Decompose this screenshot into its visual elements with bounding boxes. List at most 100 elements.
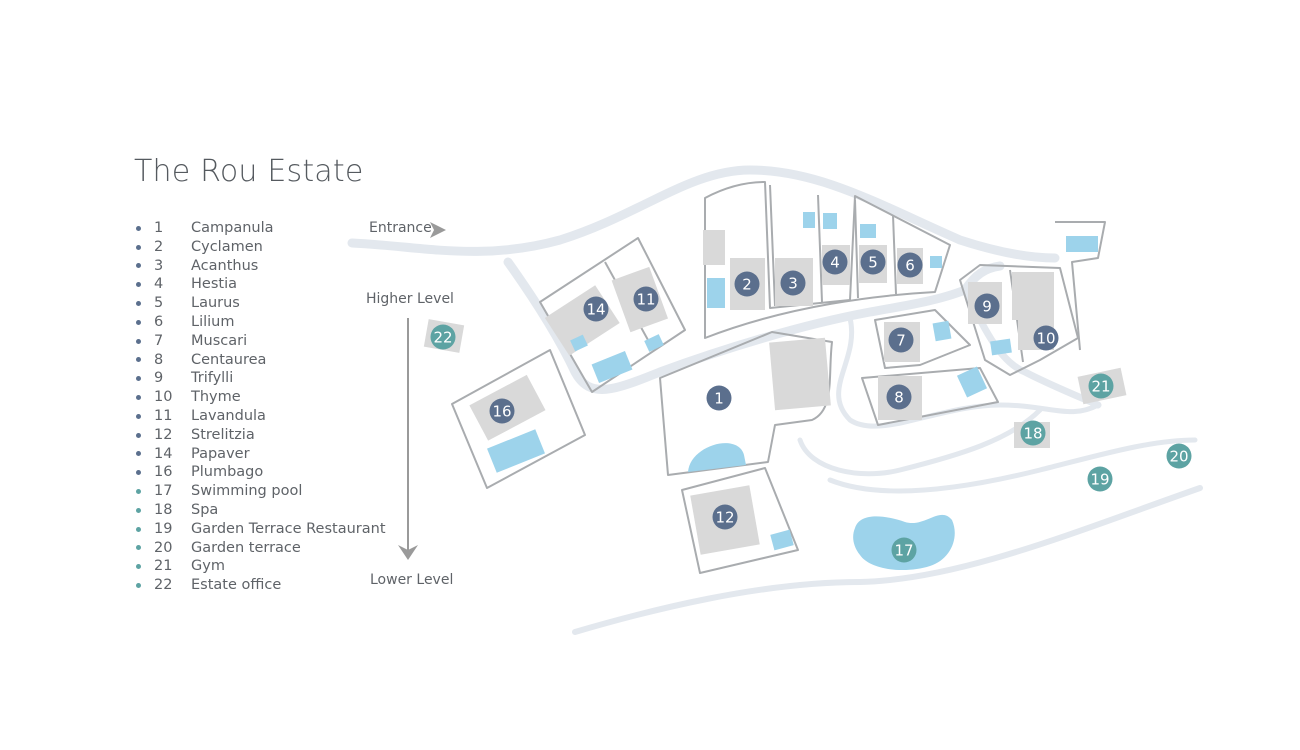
legend-dot-icon <box>136 301 141 307</box>
plot-2-6-dividers <box>769 184 897 307</box>
lower-road <box>572 485 1203 635</box>
marker-circle <box>489 398 515 424</box>
marker-circle <box>583 296 609 322</box>
legend-number: 12 <box>154 426 173 443</box>
legend-label: Muscari <box>191 332 248 349</box>
marker-circle <box>897 252 923 278</box>
marker-label: 21 <box>1091 378 1110 396</box>
marker-16[interactable]: 16 <box>489 398 515 424</box>
marker-circle <box>706 385 732 411</box>
plot-10-annex <box>1055 221 1106 351</box>
legend-dot-icon <box>136 225 141 231</box>
legend-number: 3 <box>154 257 164 274</box>
marker-7[interactable]: 7 <box>888 327 914 353</box>
marker-10[interactable]: 10 <box>1033 325 1059 351</box>
legend-number: 22 <box>154 577 173 594</box>
legend-label: Thyme <box>191 389 241 406</box>
garden-path-1 <box>797 407 1043 477</box>
marker-2[interactable]: 2 <box>734 271 760 297</box>
legend-number: 17 <box>154 483 173 500</box>
winding-path <box>836 315 1101 429</box>
legend-item: 18 Spa <box>136 501 386 520</box>
lower-level-label: Lower Level <box>370 572 454 588</box>
legend-dot-icon <box>136 489 141 495</box>
marker-21[interactable]: 21 <box>1088 373 1114 399</box>
legend-label: Lavandula <box>191 407 266 424</box>
marker-circle <box>712 504 738 530</box>
marker-label: 10 <box>1036 330 1055 348</box>
marker-label: 20 <box>1169 448 1188 466</box>
marker-8[interactable]: 8 <box>886 384 912 410</box>
marker-circle <box>633 286 659 312</box>
marker-1[interactable]: 1 <box>706 385 732 411</box>
roads <box>347 165 1203 635</box>
legend-label: Acanthus <box>191 257 259 274</box>
legend-item: 17 Swimming pool <box>136 482 386 501</box>
marker-circle <box>860 249 886 275</box>
marker-18[interactable]: 18 <box>1020 420 1046 446</box>
marker-3[interactable]: 3 <box>780 270 806 296</box>
marker-circle <box>822 249 848 275</box>
plot-12 <box>681 467 799 574</box>
legend-dot-icon <box>136 432 141 438</box>
legend-number: 19 <box>154 520 173 537</box>
legend-number: 4 <box>154 276 164 293</box>
direction-arrows <box>398 222 446 560</box>
marker-circle <box>1020 420 1046 446</box>
marker-20[interactable]: 20 <box>1166 443 1192 469</box>
marker-11[interactable]: 11 <box>633 286 659 312</box>
marker-circle <box>974 293 1000 319</box>
marker-19[interactable]: 19 <box>1087 466 1113 492</box>
legend-dot-icon <box>136 583 141 589</box>
marker-9[interactable]: 9 <box>974 293 1000 319</box>
legend-label: Spa <box>191 501 219 518</box>
legend-item: 22 Estate office <box>136 576 386 595</box>
legend-dot-icon <box>136 376 141 382</box>
legend-label: Swimming pool <box>191 483 303 500</box>
marker-5[interactable]: 5 <box>860 249 886 275</box>
arrow-down-icon <box>398 545 418 560</box>
marker-14[interactable]: 14 <box>583 296 609 322</box>
legend-number: 5 <box>154 295 164 312</box>
legend-number: 6 <box>154 313 164 330</box>
legend-label: Estate office <box>191 577 282 594</box>
marker-circle <box>891 537 917 563</box>
marker-12[interactable]: 12 <box>712 504 738 530</box>
entrance-label: Entrance <box>369 220 432 236</box>
marker-label: 7 <box>896 332 906 350</box>
plot-16 <box>451 349 586 489</box>
marker-label: 22 <box>433 329 452 347</box>
legend-label: Trifylli <box>191 370 234 387</box>
legend-dot-icon <box>136 263 141 269</box>
marker-17[interactable]: 17 <box>891 537 917 563</box>
marker-6[interactable]: 6 <box>897 252 923 278</box>
marker-label: 1 <box>714 390 724 408</box>
marker-4[interactable]: 4 <box>822 249 848 275</box>
legend-dot-icon <box>136 564 141 570</box>
marker-22[interactable]: 22 <box>430 324 456 350</box>
plot-7 <box>874 309 971 369</box>
legend-label: Papaver <box>191 445 250 462</box>
legend-dot-icon <box>136 338 141 344</box>
legend-number: 1 <box>154 220 164 236</box>
legend-dot-icon <box>136 545 141 551</box>
legend-number: 18 <box>154 501 173 518</box>
legend-number: 8 <box>154 351 164 368</box>
plot-2-6 <box>704 181 951 339</box>
legend-item: 3 Acanthus <box>136 257 386 276</box>
legend-dot-icon <box>136 319 141 325</box>
marker-label: 11 <box>636 291 655 309</box>
legend-label: Strelitzia <box>191 426 255 443</box>
legend-label: Gym <box>191 558 225 575</box>
